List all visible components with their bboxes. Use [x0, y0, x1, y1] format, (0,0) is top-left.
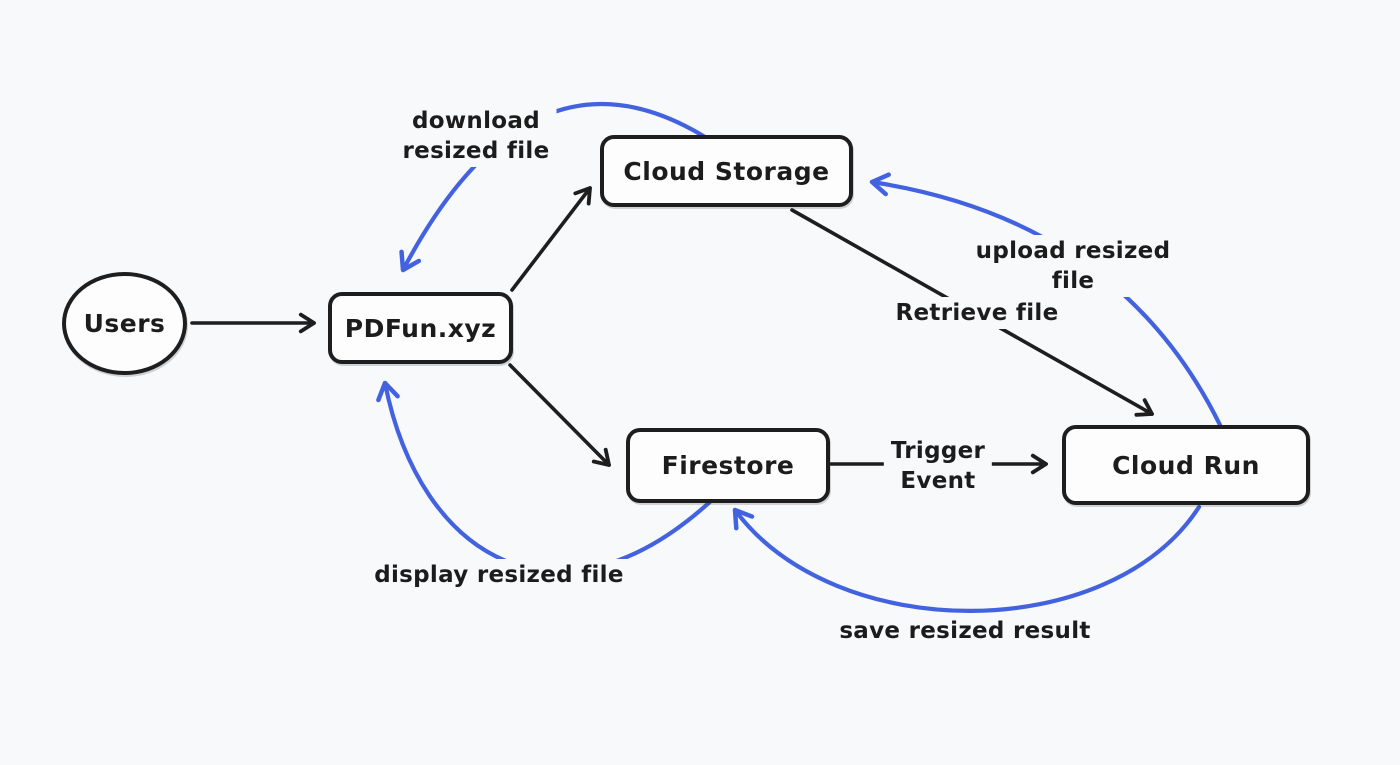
node-users: Users: [62, 272, 187, 375]
edge-label-upload-resized-file: upload resized file: [968, 235, 1178, 297]
node-firestore-label: Firestore: [661, 451, 795, 480]
edge-label-line: upload resized: [975, 238, 1171, 264]
edge-label-line: resized file: [402, 138, 550, 164]
edge-label-line: Retrieve file: [895, 300, 1059, 326]
edge-label-retrieve-file: Retrieve file: [888, 297, 1066, 329]
edge-label-download-resized-file: download resized file: [395, 105, 557, 167]
edge-label-save-resized-result: save resized result: [832, 615, 1098, 647]
node-users-label: Users: [83, 309, 166, 338]
edge-label-line: save resized result: [839, 618, 1091, 644]
node-cloud-run-label: Cloud Run: [1112, 450, 1260, 480]
edge-label-line: Event: [900, 468, 976, 494]
node-firestore: Firestore: [626, 428, 830, 503]
arrow-pdfun-to-cloud-storage: [510, 186, 592, 292]
node-cloud-storage-label: Cloud Storage: [623, 156, 830, 186]
node-cloud-storage: Cloud Storage: [600, 135, 853, 207]
edge-label-line: download: [412, 108, 540, 134]
edge-label-trigger-event: Trigger Event: [883, 435, 993, 497]
edge-label-display-resized-file: display resized file: [367, 559, 631, 591]
node-pdfun-xyz-label: PDFun.xyz: [344, 313, 497, 343]
arrow-pdfun-to-firestore: [508, 363, 611, 467]
arrow-save-resized-result: [732, 504, 1202, 613]
node-cloud-run: Cloud Run: [1062, 425, 1310, 505]
edge-label-line: file: [1051, 268, 1095, 294]
edge-label-line: display resized file: [374, 562, 624, 588]
node-pdfun-xyz: PDFun.xyz: [328, 292, 513, 364]
edge-label-line: Trigger: [890, 438, 986, 464]
